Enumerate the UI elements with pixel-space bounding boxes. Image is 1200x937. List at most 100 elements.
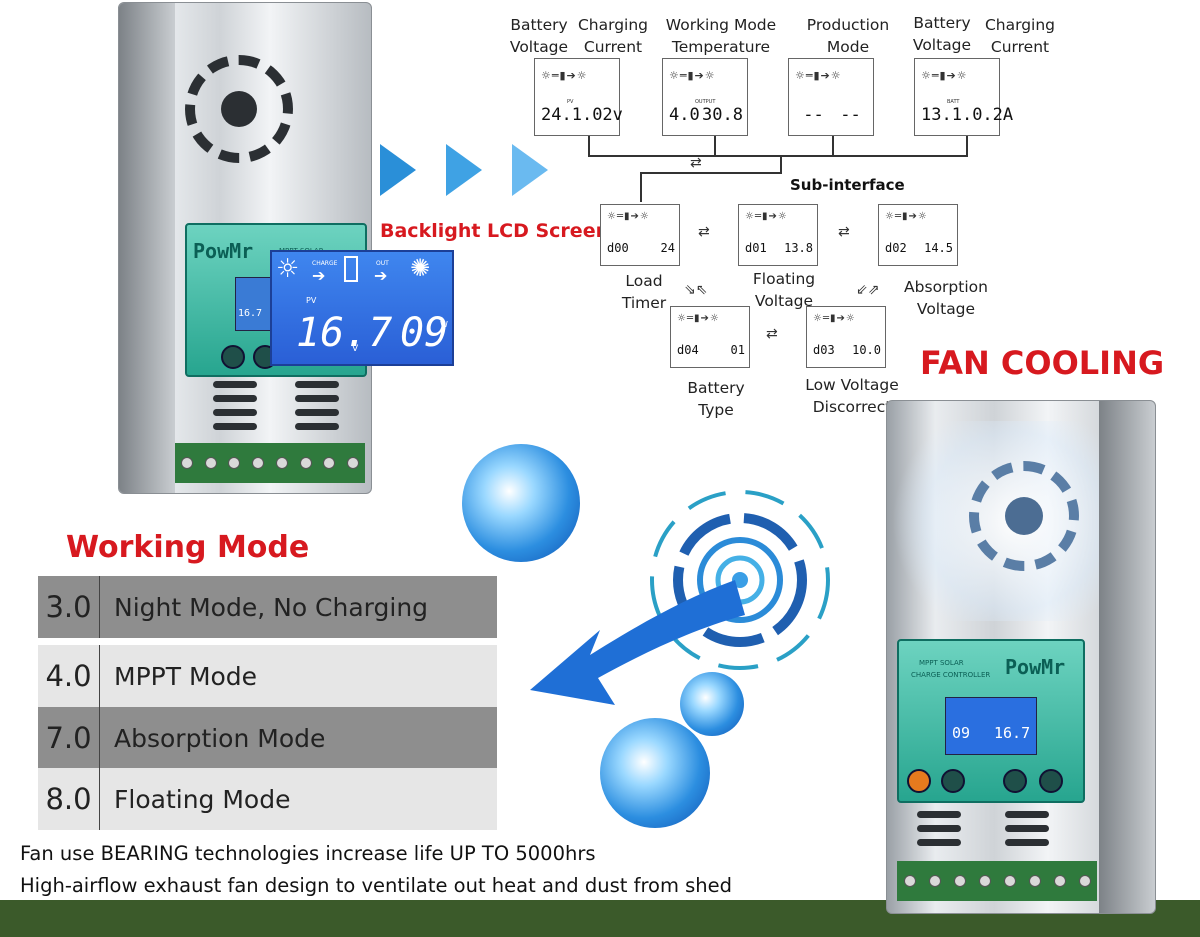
diagonal-arrows-icon: ⇘⇖: [684, 282, 708, 298]
connector-line: [832, 136, 834, 156]
device-side: [119, 3, 175, 493]
sub-label-floating-voltage: Floating Voltage: [734, 268, 834, 312]
vent-slot: [213, 395, 257, 402]
out-label: OUT: [376, 260, 389, 267]
mode-row: 7.0 Absorption Mode: [38, 707, 497, 769]
chevron-right-icon: [380, 144, 416, 196]
mode-label: Absorption Mode: [114, 723, 326, 753]
control-panel: PowMr MPPT SOLAR CHARGE CONTROLLER 09 16…: [897, 639, 1085, 803]
terminal-block: [897, 861, 1097, 901]
up-button[interactable]: [1003, 769, 1027, 793]
footer-line-2: High-airflow exhaust fan design to venti…: [20, 874, 733, 897]
status-screen: ☼═▮➔☼ ----: [788, 58, 874, 136]
header-line: Voltage: [912, 36, 972, 54]
label-line: Type: [698, 401, 734, 419]
header-line: Current: [990, 38, 1050, 56]
header-line: Production: [806, 16, 890, 34]
fan-hub: [221, 91, 257, 127]
sub-code: d02: [885, 241, 907, 255]
backlight-lcd-label: Backlight LCD Screen: [380, 220, 610, 242]
header-working-mode: Working Mode Temperature: [658, 14, 784, 58]
mini-lcd-value: 09: [952, 724, 971, 742]
terminal-screw: [347, 457, 360, 469]
vent-slot: [295, 381, 339, 388]
bulb-icon: ✺: [410, 254, 431, 282]
connector-line: [588, 136, 590, 156]
screen-value-1: 4.0: [669, 105, 700, 125]
terminal-screw: [275, 457, 288, 469]
screen-value-2: --: [840, 105, 861, 125]
fan-icon: [185, 55, 293, 163]
swap-arrows-icon: ⇄: [838, 224, 850, 240]
header-line: Battery: [913, 14, 971, 32]
sub-value: 01: [730, 343, 745, 357]
sub-label-low-voltage: Low Voltage Discorrect: [796, 374, 908, 418]
header-line: Charging: [577, 16, 649, 34]
status-icons: ☼═▮➔☼: [813, 313, 856, 324]
arrow-icon: ➔: [312, 266, 326, 285]
volt-unit: V: [352, 344, 359, 354]
sub-label-battery-type: Battery Type: [676, 377, 756, 421]
big-lcd-screen: ☼ CHARGE ➔ OUT ➔ ✺ PV 16.7 V 09 W: [270, 250, 454, 366]
mode-button[interactable]: [221, 345, 245, 369]
terminal-screw: [323, 457, 336, 469]
label-line: Battery: [687, 379, 745, 397]
mode-button[interactable]: [1039, 769, 1063, 793]
mode-label: MPPT Mode: [114, 661, 258, 691]
vent-slot: [213, 381, 257, 388]
charge-label: CHARGE: [312, 260, 338, 267]
terminal-screw: [1053, 875, 1066, 887]
connector-line: [640, 172, 642, 202]
swap-arrows-icon: ⇄: [766, 326, 778, 342]
pv-label: PV: [306, 296, 317, 305]
vent-slot: [1005, 825, 1049, 832]
label-line: Absorption: [904, 278, 988, 296]
header-line: Charging: [984, 16, 1056, 34]
sub-code: d04: [677, 343, 699, 357]
fan-hub: [1005, 497, 1043, 535]
sub-value: 10.0: [852, 343, 881, 357]
bubble-image: [680, 672, 744, 736]
connector-line: [714, 136, 716, 156]
bubble-image: [600, 718, 710, 828]
vent-slot: [295, 423, 339, 430]
status-icons: ☼═▮➔☼: [541, 69, 588, 82]
brand-logo: PowMr: [1005, 655, 1066, 679]
down-button[interactable]: [941, 769, 965, 793]
sub-value: 24: [660, 241, 675, 255]
header-battery-voltage-2: Battery Voltage: [906, 12, 978, 56]
mode-row: 4.0 MPPT Mode: [38, 645, 497, 707]
charge-controller-bottom: PowMr MPPT SOLAR CHARGE CONTROLLER 09 16…: [886, 400, 1156, 914]
device-side: [1099, 401, 1155, 913]
airflow-arrow-icon: [530, 580, 745, 705]
arrow-icon: ⇄: [690, 155, 702, 171]
sub-code: d00: [607, 241, 629, 255]
vortex-graphic: [650, 490, 830, 670]
screen-tag: BATT: [947, 99, 960, 105]
terminal-screw: [204, 457, 217, 469]
arrow-icon: ➔: [374, 266, 388, 285]
header-battery-voltage: Battery Voltage: [504, 14, 574, 58]
footer-line-1: Fan use BEARING technologies increase li…: [20, 842, 596, 865]
header-line: Voltage: [509, 38, 569, 56]
mode-value: 4.0: [38, 645, 100, 707]
fan-cooling-title: FAN COOLING: [920, 344, 1165, 382]
header-charging-current-2: Charging Current: [980, 14, 1060, 58]
vent-slot: [295, 409, 339, 416]
label-line: Voltage: [754, 292, 814, 310]
sub-label-absorption-voltage: Absorption Voltage: [890, 276, 1002, 320]
sub-screen: ☼═▮➔☼ d03 10.0: [806, 306, 886, 368]
status-icons: ☼═▮➔☼: [885, 211, 928, 222]
status-screen: ☼═▮➔☼ PV 24.1.02v: [534, 58, 623, 136]
terminal-screw: [228, 457, 241, 469]
terminal-screw: [180, 457, 193, 469]
screen-value-1: 13.1.: [921, 105, 973, 125]
power-button[interactable]: [907, 769, 931, 793]
sub-code: d03: [813, 343, 835, 357]
terminal-screw: [978, 875, 991, 887]
